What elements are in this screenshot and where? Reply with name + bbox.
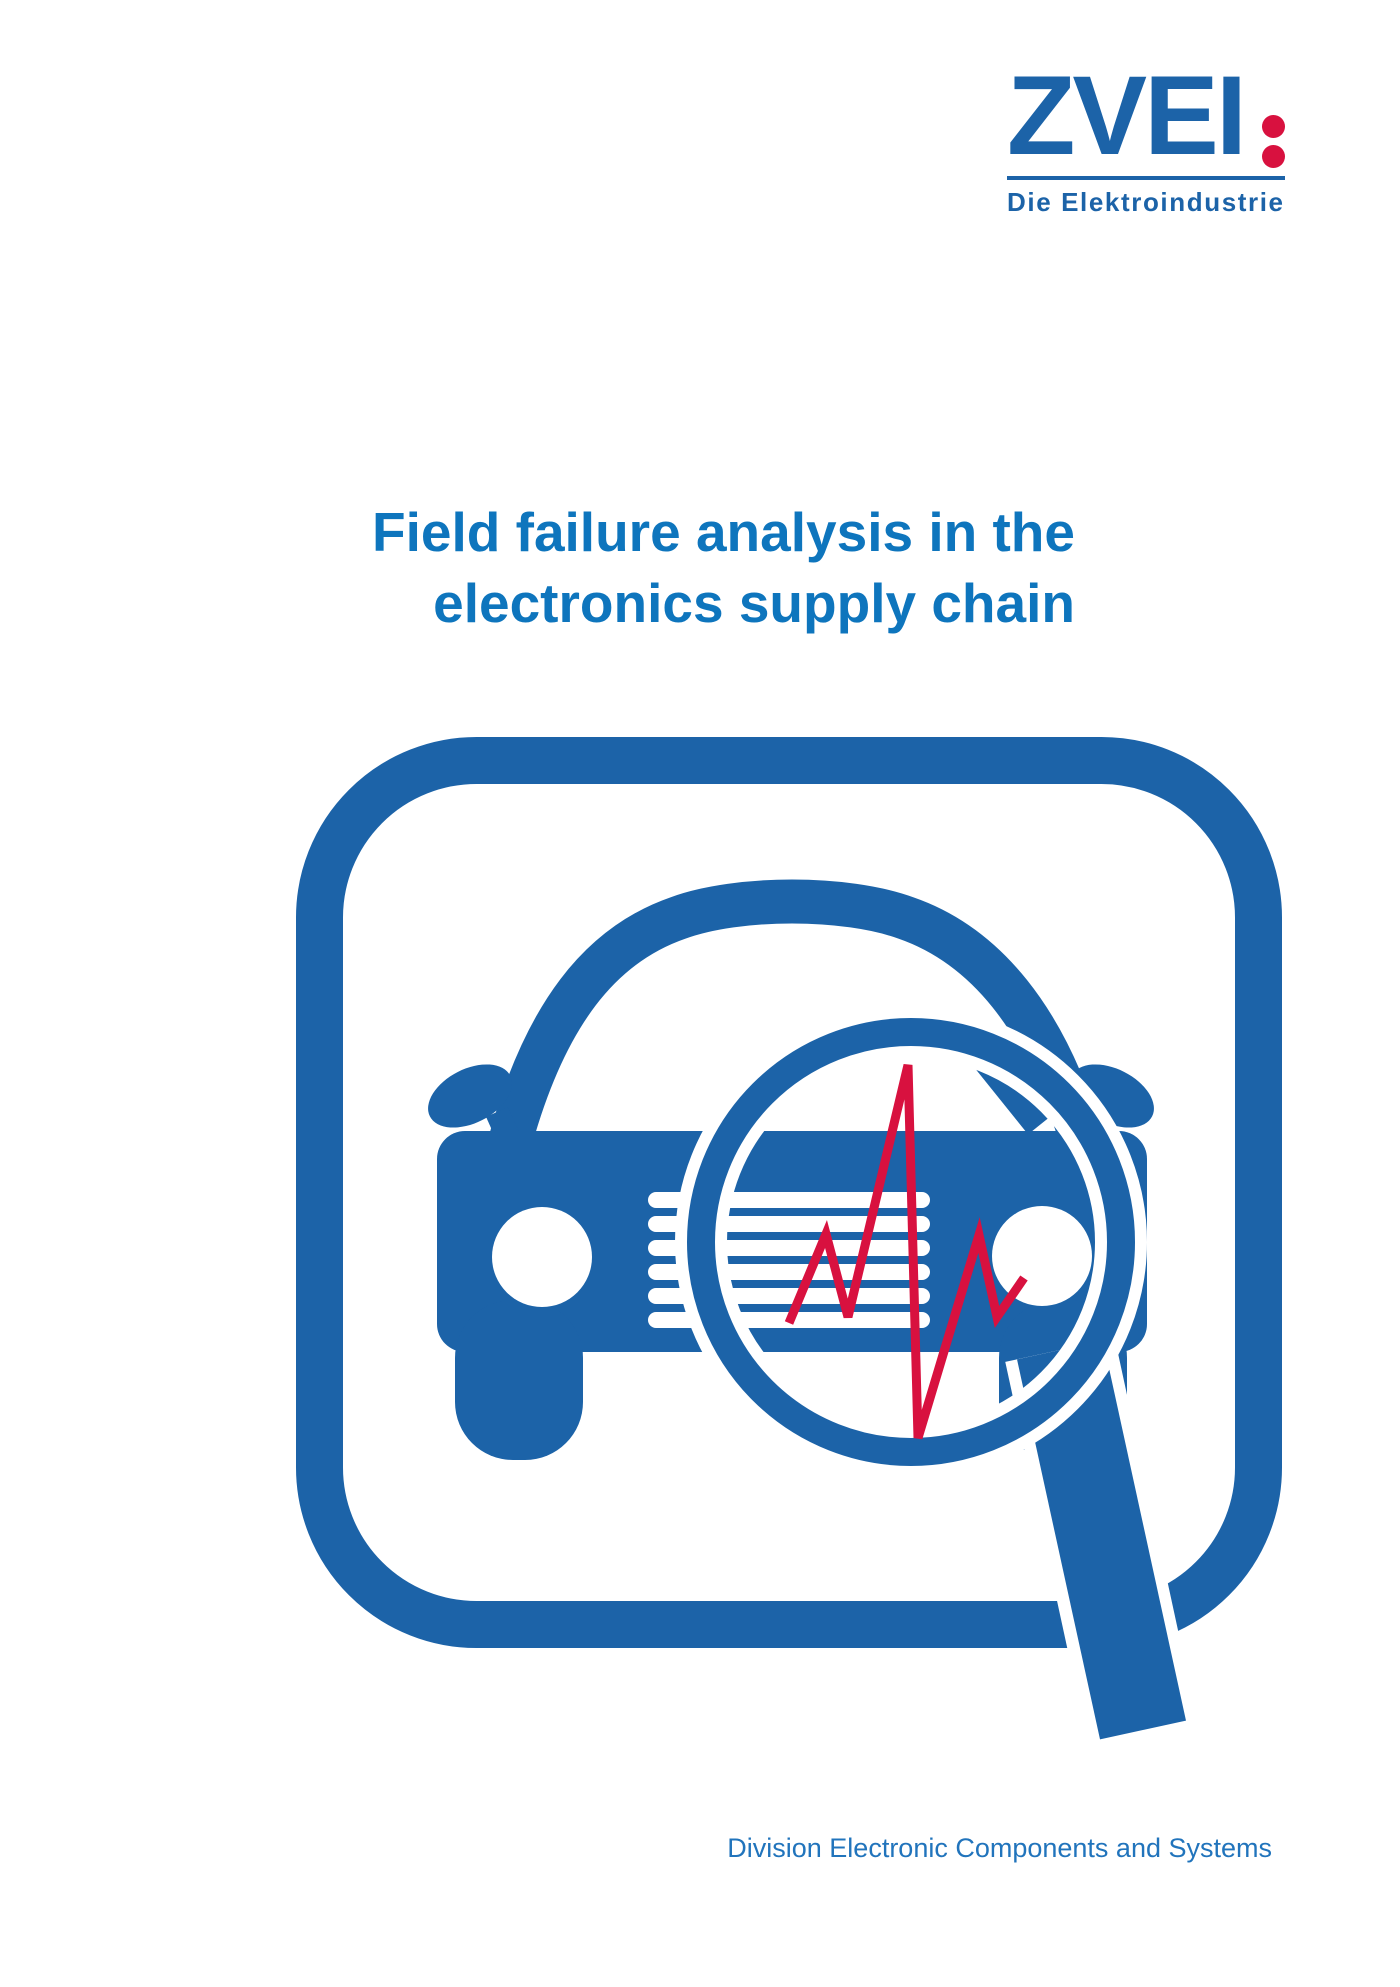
zvei-wordmark: ZVEI: [1007, 53, 1247, 178]
failure-signal-line: [784, 1063, 1028, 1440]
footer-division-text: Division Electronic Components and Syste…: [727, 1833, 1272, 1863]
logo-divider: [1007, 176, 1285, 180]
left-headlight: [492, 1207, 592, 1307]
zvei-logo: ZVEI Die Elektroindustrie: [1007, 60, 1285, 215]
logo-tagline: Die Elektroindustrie: [1007, 187, 1285, 217]
magnifier-handle: [1017, 1340, 1186, 1740]
title-line-2: electronics supply chain: [433, 572, 1075, 634]
left-wheel: [455, 1300, 583, 1460]
car-roof: [488, 879, 1104, 1149]
left-mirror-icon: [428, 1064, 512, 1128]
colon-dot-top: [1262, 115, 1285, 138]
title-line-1: Field failure analysis in the: [372, 501, 1075, 563]
zvei-colon-icon: [1262, 60, 1285, 172]
zvei-wordmark-row: ZVEI: [1007, 60, 1285, 172]
page-title: Field failure analysis in the electronic…: [372, 497, 1075, 639]
magnifier-ring: [687, 1018, 1135, 1466]
right-headlight: [992, 1206, 1092, 1306]
colon-dot-bottom: [1262, 145, 1285, 168]
